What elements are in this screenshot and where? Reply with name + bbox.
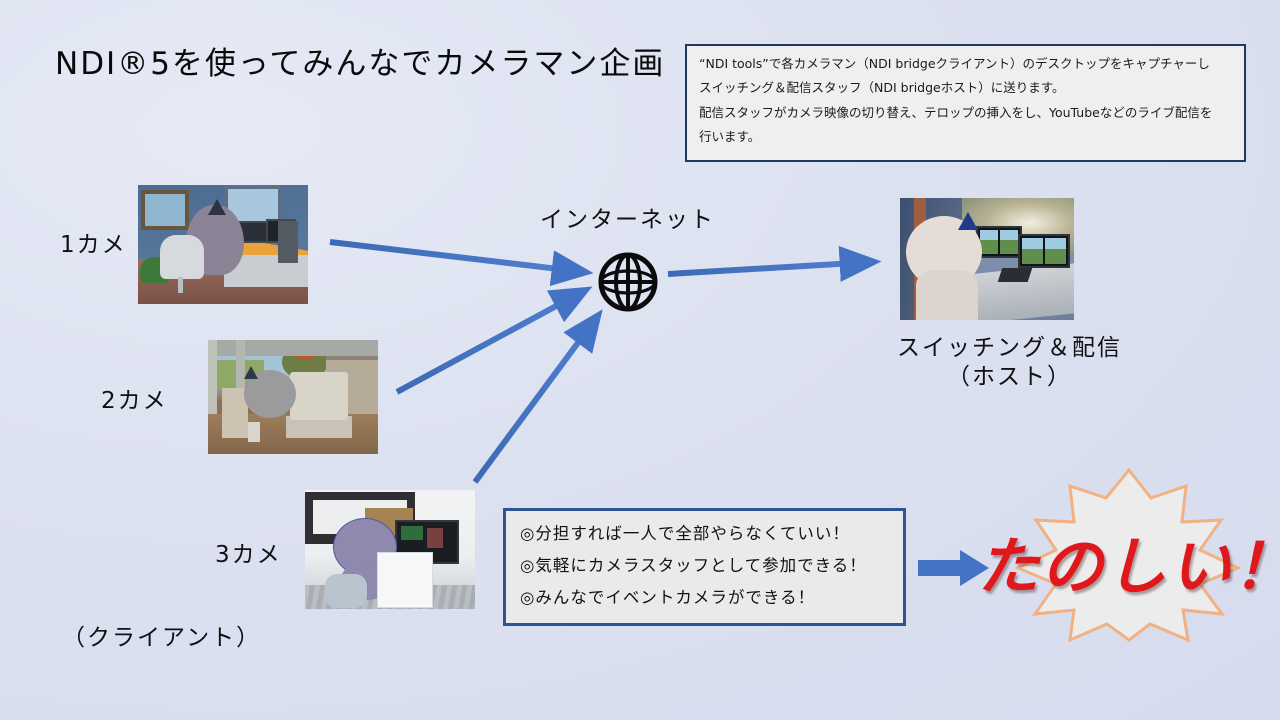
benefit-item-1: ◎分担すれば一人で全部やらなくていい！ bbox=[520, 524, 850, 543]
camera-2-label: 2カメ bbox=[101, 388, 168, 414]
info-line-2: スイッチング＆配信スタッフ（NDI bridgeホスト）に送ります。 bbox=[699, 80, 1065, 96]
arrow-cam1-to-internet bbox=[329, 239, 594, 287]
camera-1-label: 1カメ bbox=[60, 232, 127, 258]
info-line-1: “NDI tools”で各カメラマン（NDI bridgeクライアント）のデスク… bbox=[699, 56, 1210, 71]
info-description-box: “NDI tools”で各カメラマン（NDI bridgeクライアント）のデスク… bbox=[685, 44, 1246, 162]
page-title: NDI®5を使ってみんなでカメラマン企画 bbox=[55, 46, 666, 82]
client-group-label: （クライアント） bbox=[62, 625, 262, 651]
host-label-line-2: （ホスト） bbox=[947, 363, 1072, 390]
benefit-item-3: ◎みんなでイベントカメラができる！ bbox=[520, 588, 816, 607]
info-line-3: 配信スタッフがカメラ映像の切り替え、テロップの挿入をし、YouTubeなどのライ… bbox=[699, 104, 1213, 120]
benefit-item-2: ◎気軽にカメラスタッフとして参加できる！ bbox=[520, 556, 867, 575]
camera-3-label: 3カメ bbox=[215, 542, 282, 568]
camera-1-screenshot bbox=[138, 185, 308, 304]
fun-callout: たのしい！ bbox=[977, 467, 1280, 643]
benefits-box: ◎分担すれば一人で全部やらなくていい！ ◎気軽にカメラスタッフとして参加できる！… bbox=[503, 508, 906, 626]
arrow-cam3-to-internet bbox=[472, 309, 603, 484]
host-label: スイッチング＆配信 （ホスト） bbox=[897, 334, 1122, 392]
globe-icon bbox=[598, 252, 658, 312]
camera-3-screenshot bbox=[305, 490, 475, 609]
fun-callout-text: たのしい！ bbox=[977, 530, 1280, 603]
internet-label: インターネット bbox=[540, 207, 715, 233]
starburst-shape bbox=[1014, 467, 1242, 643]
info-line-4: 行います。 bbox=[699, 128, 761, 144]
block-arrow-right bbox=[918, 550, 989, 586]
arrow-cam2-to-internet bbox=[395, 286, 593, 395]
camera-2-screenshot bbox=[208, 340, 378, 454]
host-label-line-1: スイッチング＆配信 bbox=[897, 335, 1122, 361]
arrow-internet-to-host bbox=[667, 245, 882, 282]
host-switching-screenshot bbox=[900, 198, 1074, 320]
